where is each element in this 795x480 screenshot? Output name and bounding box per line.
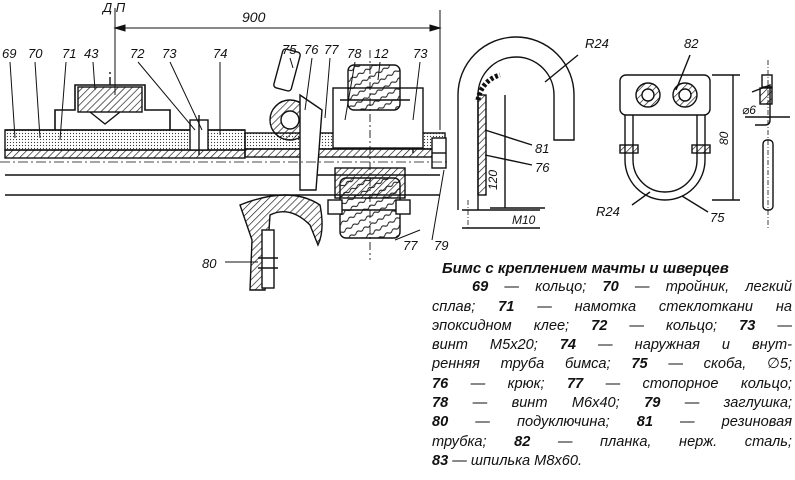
- caption-text: — винт М6х40;: [448, 395, 645, 412]
- clamp-dim-80: 80: [717, 131, 731, 145]
- caption-text: — планка, нерж. сталь;: [530, 433, 792, 450]
- caption-text: — подуключина;: [448, 414, 637, 431]
- caption-part-number: 69: [472, 279, 489, 296]
- dimension-900-label: 900: [242, 9, 266, 25]
- callout-82: 82: [684, 36, 699, 51]
- caption-text: — наружная и внут-: [576, 337, 792, 354]
- caption-text: ренняя труба бимса;: [432, 356, 632, 373]
- callout-75: 75: [282, 42, 297, 57]
- section-label: Д П: [101, 0, 126, 15]
- caption-part-number: 81: [636, 414, 653, 431]
- caption-part-number: 70: [602, 279, 619, 296]
- caption-text: — кольцо;: [607, 317, 740, 334]
- callout-12: 12: [374, 46, 389, 61]
- caption-line: эпоксидном клее; 72 — кольцо; 73 —: [432, 317, 792, 336]
- caption-text: — тройник, легкий: [618, 279, 792, 296]
- hook-dim-120: 120: [486, 170, 500, 190]
- caption-part-number: 74: [559, 337, 577, 354]
- clamp-radius-label: R24: [596, 204, 620, 219]
- clamp-detail: [619, 54, 740, 213]
- figure-caption: Бимс с креплением мачты и шверцев 69 — к…: [432, 259, 792, 471]
- callout-leaders-top: [9, 57, 445, 263]
- caption-title: Бимс с креплением мачты и шверцев: [442, 260, 729, 277]
- caption-part-number: 76: [432, 375, 449, 392]
- caption-text: — скоба, ∅5;: [647, 356, 792, 373]
- callout-77-bottom: 77: [403, 238, 418, 253]
- caption-text: трубка;: [432, 433, 515, 450]
- hook-thread-label: M10: [512, 213, 536, 227]
- pin-diameter-label: ⌀6: [742, 103, 756, 117]
- caption-line: 69 — кольцо; 70 — тройник, легкий: [472, 278, 792, 297]
- hook-radius-label: R24: [585, 36, 609, 51]
- callout-79: 79: [434, 238, 448, 253]
- caption-part-number: 71: [498, 298, 515, 315]
- callout-77: 77: [324, 42, 339, 57]
- caption-text: — шпилька М8х60.: [448, 452, 583, 469]
- caption-line: 76 — крюк; 77 — стопорное кольцо;: [432, 375, 792, 394]
- caption-part-number: 77: [566, 375, 584, 392]
- caption-part-number: 72: [591, 317, 608, 334]
- caption-line: винт М5х20; 74 — наружная и внут-: [432, 336, 792, 355]
- pin-side-view: [745, 60, 790, 230]
- caption-part-number: 78: [432, 395, 449, 412]
- caption-text: — стопорное кольцо;: [583, 375, 792, 392]
- callout-73-left: 73: [162, 46, 177, 61]
- callout-43: 43: [84, 46, 99, 61]
- caption-text: — кольцо;: [488, 279, 603, 296]
- caption-text: сплав;: [432, 298, 499, 315]
- caption-text: винт М5х20;: [432, 337, 560, 354]
- callout-72: 72: [130, 46, 145, 61]
- caption-text: — заглушка;: [660, 395, 792, 412]
- caption-part-number: 73: [739, 317, 756, 334]
- hook-detail: [457, 36, 579, 230]
- caption-text: —: [755, 317, 792, 334]
- callout-69: 69: [2, 46, 16, 61]
- caption-text: эпоксидном клее;: [432, 317, 592, 334]
- callout-74: 74: [213, 46, 227, 61]
- callout-78: 78: [347, 46, 362, 61]
- callout-73-right: 73: [413, 46, 428, 61]
- caption-line: 83 — шпилька М8х60.: [432, 452, 792, 471]
- caption-line: сплав; 71 — намотка стеклоткани на: [432, 298, 792, 317]
- callout-70: 70: [28, 46, 43, 61]
- caption-part-number: 79: [644, 395, 661, 412]
- callout-76-detail: 76: [535, 160, 550, 175]
- caption-text: — намотка стеклоткани на: [514, 298, 792, 315]
- callout-76: 76: [304, 42, 319, 57]
- caption-part-number: 80: [432, 414, 449, 431]
- callout-75-detail: 75: [710, 210, 725, 225]
- caption-line: 78 — винт М6х40; 79 — заглушка;: [432, 394, 792, 413]
- caption-text: — резиновая: [652, 414, 792, 431]
- callout-71: 71: [62, 46, 76, 61]
- beam-main-view: [0, 48, 450, 291]
- caption-line: трубка; 82 — планка, нерж. сталь;: [432, 433, 792, 452]
- caption-part-number: 75: [631, 356, 648, 373]
- caption-line: ренняя труба бимса; 75 — скоба, ∅5;: [432, 355, 792, 374]
- caption-part-number: 83: [432, 452, 449, 469]
- caption-text: — крюк;: [448, 375, 567, 392]
- caption-line: 80 — подуключина; 81 — резиновая: [432, 413, 792, 432]
- callout-80: 80: [202, 256, 217, 271]
- caption-part-number: 82: [514, 433, 531, 450]
- dimension-900: [113, 8, 442, 130]
- callout-81: 81: [535, 141, 549, 156]
